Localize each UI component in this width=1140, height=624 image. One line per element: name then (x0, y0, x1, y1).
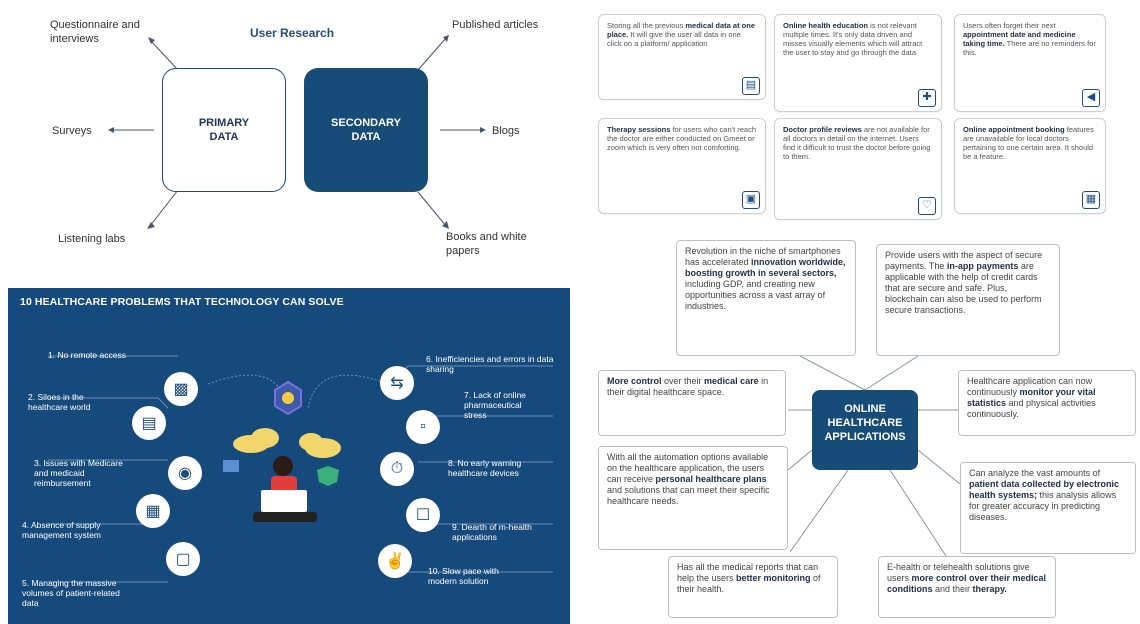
problem-1: 1. No remote access (48, 350, 126, 360)
camera-icon: ◉ (168, 456, 202, 490)
data-records-icon: ▢ (166, 542, 200, 576)
video-call-icon: ▣ (742, 191, 760, 209)
problem-6: 6. Inefficiencies and errors in data sha… (426, 354, 554, 374)
medical-record-icon: ✚ (918, 89, 936, 107)
published-articles-label: Published articles (452, 19, 539, 31)
review-heart-icon: ♡ (918, 197, 936, 215)
online-healthcare-applications-node: ONLINE HEALTHCARE APPLICATIONS (812, 390, 918, 470)
problem-4: 4. Absence of supply management system (22, 520, 101, 540)
mind-map-node-telehealth: E-health or telehealth solutions give us… (878, 556, 1056, 618)
problems-guide-lines (48, 355, 553, 583)
problem-card-doctor-reviews: Doctor profile reviews are not available… (774, 118, 942, 220)
mind-map-node-health-plans: With all the automation options availabl… (598, 446, 788, 550)
problem-3: 3. Issues with Medicare and medicaid rei… (34, 458, 123, 488)
remote-access-icon: ▩ (164, 372, 198, 406)
problem-card-reminders: Users often forget their next appointmen… (954, 14, 1106, 112)
problem-card-health-education: Online health education is not relevant … (774, 14, 942, 112)
mind-map-node-reports: Has all the medical reports that can hel… (668, 556, 838, 618)
problem-10: 10. Slow pace with modern solution (428, 566, 499, 586)
blogs-label: Blogs (492, 125, 520, 137)
mind-map-node-control: More control over their medical care in … (598, 370, 786, 436)
user-research-title: User Research (250, 26, 335, 40)
mind-map-node-monitoring: Healthcare application can now continuou… (958, 370, 1136, 436)
thumbs-up-icon: ✌ (378, 544, 412, 578)
problem-card-appointment-booking: Online appointment booking features are … (954, 118, 1106, 214)
healthcare-problems-panel: 10 HEALTHCARE PROBLEMS THAT TECHNOLOGY C… (8, 288, 570, 624)
smartwatch-icon: ⏱ (380, 452, 414, 486)
mind-map-node-payments: Provide users with the aspect of secure … (876, 244, 1060, 356)
books-label: Books and white papers (446, 231, 527, 257)
data-sharing-icon: ⇆ (380, 366, 414, 400)
bell-icon: ◀ (1082, 89, 1100, 107)
calendar-icon: ▦ (1082, 191, 1100, 209)
problem-2: 2. Siloes in the healthcare world (28, 392, 91, 412)
problem-5: 5. Managing the massive volumes of patie… (22, 578, 120, 608)
supply-truck-icon: ▦ (136, 494, 170, 528)
clipboard-icon: ▤ (742, 77, 760, 95)
listening-labs-label: Listening labs (58, 233, 126, 245)
mind-map-node-innovation: Revolution in the niche of smartphones h… (676, 240, 856, 356)
silo-icon: ▤ (132, 406, 166, 440)
secondary-data-label: SECONDARY DATA (331, 117, 401, 143)
primary-data-box: PRIMARY DATA (162, 68, 286, 192)
surveys-label: Surveys (52, 125, 92, 137)
healthcare-problems-title: 10 HEALTHCARE PROBLEMS THAT TECHNOLOGY C… (20, 296, 344, 308)
problem-7: 7. Lack of online pharmaceutical stress (464, 390, 526, 420)
problem-card-medical-data: Storing all the previous medical data at… (598, 14, 766, 100)
secondary-data-box: SECONDARY DATA (304, 68, 428, 192)
mobile-app-icon: ☐ (406, 498, 440, 532)
questionnaire-label: Questionnaire and interviews (50, 19, 140, 45)
mind-map-node-patient-data: Can analyze the vast amounts of patient … (960, 462, 1136, 554)
person-with-laptop-illustration (223, 380, 341, 522)
pharmacy-icon: ▫ (406, 410, 440, 444)
problem-8: 8. No early warning healthcare devices (448, 458, 522, 478)
problem-card-therapy: Therapy sessions for users who can't rea… (598, 118, 766, 214)
problem-9: 9. Dearth of m-health applications (452, 522, 532, 542)
primary-data-label: PRIMARY DATA (198, 117, 250, 143)
